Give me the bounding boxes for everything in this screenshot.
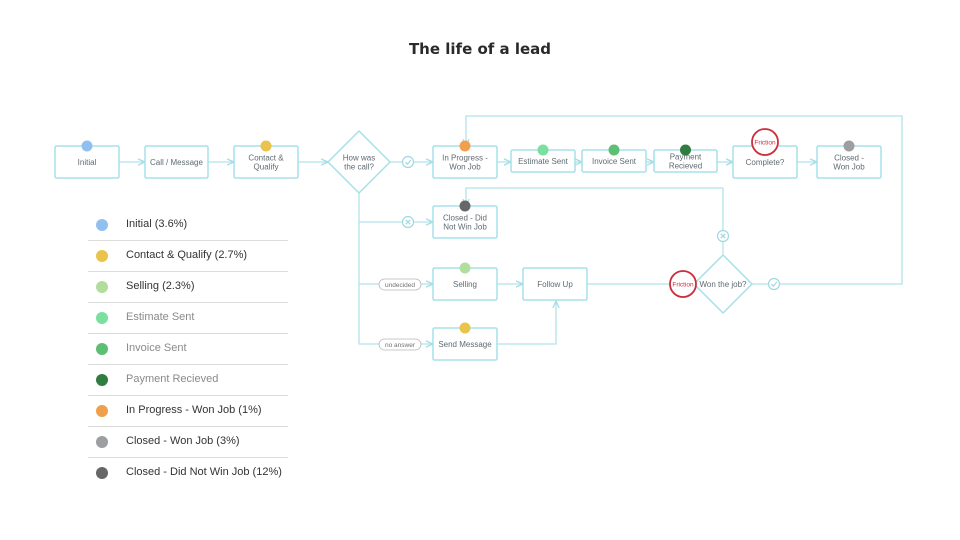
call-message-node-label: Call / Message [150, 158, 203, 167]
flow-nodes: Initial Call / Message Contact &Qualify In … [54, 129, 882, 361]
send-message-node-status-dot [459, 322, 471, 334]
legend-item: Closed - Did Not Win Job (12%) [88, 458, 288, 488]
legend-label: Contact & Qualify (2.7%) [126, 249, 248, 261]
initial-node-label: Initial [78, 158, 97, 167]
legend-item: Initial (3.6%) [88, 210, 288, 241]
friction-marker-won: Friction [669, 270, 697, 298]
legend-label: In Progress - Won Job (1%) [126, 404, 262, 416]
friction-marker-won-text: Friction [672, 282, 694, 289]
diagram-title: The life of a lead [408, 40, 552, 58]
estimate-sent-node: Estimate Sent [510, 144, 576, 173]
branch-label-undecided-text: undecided [385, 282, 415, 289]
connector-won-inprogress [466, 115, 903, 285]
in-progress-node-status-dot [459, 140, 471, 152]
legend-item: Closed - Won Job (3%) [88, 427, 288, 458]
how-was-call-decision-diamond [326, 129, 392, 195]
call-message-node-box [144, 145, 209, 179]
legend-label: Selling (2.3%) [126, 280, 195, 292]
legend-dot [96, 219, 108, 231]
legend-item: Contact & Qualify (2.7%) [88, 241, 288, 272]
branch-label-no-answer: no answer [378, 338, 422, 351]
contact-qualify-node-status-dot [260, 140, 272, 152]
legend-dot [96, 312, 108, 324]
closed-won-node: Closed -Won Job [816, 140, 882, 179]
in-progress-node-label: In Progress -Won Job [442, 154, 488, 172]
legend-item: Estimate Sent [88, 303, 288, 334]
friction-marker-complete: Friction [751, 128, 779, 156]
branch-label-no-answer-text: no answer [385, 342, 416, 349]
payment-received-node-status-dot [680, 144, 691, 156]
legend-label: Initial (3.6%) [126, 218, 188, 230]
status-legend: Initial (3.6%) Contact & Qualify (2.7%) Se… [88, 210, 288, 488]
legend-dot [96, 467, 108, 479]
invoice-sent-node-status-dot [608, 144, 620, 156]
won-the-job-decision-label: Won the job? [700, 280, 748, 289]
legend-item: Invoice Sent [88, 334, 288, 365]
legend-dot [96, 374, 108, 386]
legend-dot [96, 436, 108, 448]
legend-item: Payment Recieved [88, 365, 288, 396]
call-message-node: Call / Message [144, 145, 209, 179]
friction-marker-complete-text: Friction [754, 140, 776, 147]
branch-label-undecided: undecided [378, 278, 422, 291]
won-the-job-decision-diamond [692, 253, 754, 315]
contact-qualify-node-label: Contact &Qualify [248, 154, 284, 172]
selling-node-label: Selling [453, 280, 477, 289]
legend-dot [96, 281, 108, 293]
legend-dot [96, 343, 108, 355]
closed-won-node-label: Closed -Won Job [833, 154, 865, 172]
legend-label: Estimate Sent [126, 311, 195, 323]
selling-node: Selling [432, 262, 498, 301]
connector-sendmessage-followup [497, 301, 556, 345]
estimate-sent-node-status-dot [537, 144, 549, 156]
connector-how-sendmessage [358, 193, 433, 344]
invoice-sent-node: Invoice Sent [581, 144, 647, 173]
complete-node-label: Complete? [746, 158, 785, 167]
in-progress-node: In Progress -Won Job [432, 140, 498, 179]
selling-node-status-dot [459, 262, 471, 274]
initial-node-status-dot [81, 140, 93, 152]
follow-up-node-label: Follow Up [537, 280, 573, 289]
legend-label: Closed - Won Job (3%) [126, 435, 240, 447]
cross-icon [716, 229, 730, 243]
won-the-job-decision: Won the job? [692, 253, 754, 315]
send-message-node: Send Message [432, 322, 498, 361]
contact-qualify-node: Contact &Qualify [233, 140, 299, 179]
invoice-sent-node-label: Invoice Sent [592, 157, 637, 166]
initial-node: Initial [54, 140, 120, 179]
connector-won-closednotwon [466, 187, 724, 254]
check-icon [767, 277, 781, 291]
legend-label: Closed - Did Not Win Job (12%) [126, 466, 282, 478]
legend-label: Invoice Sent [126, 342, 187, 354]
legend-dot [96, 250, 108, 262]
legend-dot [96, 405, 108, 417]
legend-item: In Progress - Won Job (1%) [88, 396, 288, 427]
legend-label: Payment Recieved [126, 373, 219, 385]
estimate-sent-node-label: Estimate Sent [518, 157, 569, 166]
cross-icon [401, 215, 415, 229]
check-icon [401, 155, 415, 169]
closed-not-won-node-status-dot [459, 200, 471, 212]
send-message-node-label: Send Message [438, 340, 492, 349]
follow-up-node: Follow Up [522, 267, 588, 301]
legend-item: Selling (2.3%) [88, 272, 288, 303]
follow-up-node-box [522, 267, 588, 301]
closed-won-node-status-dot [843, 140, 855, 152]
